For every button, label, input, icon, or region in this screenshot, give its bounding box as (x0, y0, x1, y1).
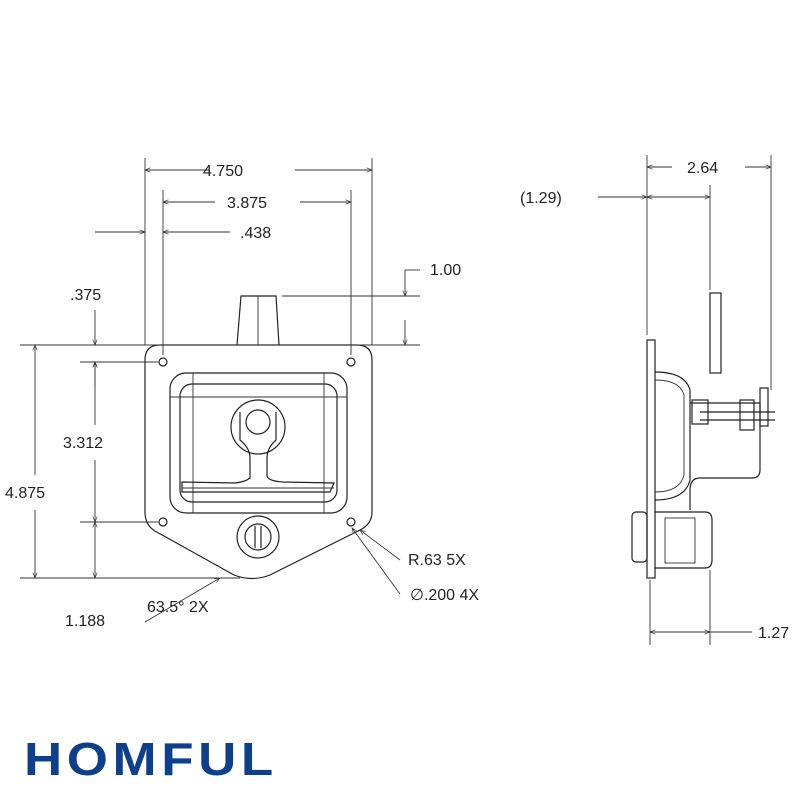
side-flange (646, 339, 656, 579)
brand-logo: HOMFUL (24, 733, 278, 785)
dim-hole-offset: .438 (240, 225, 271, 242)
dim-top-hole-offset: .375 (70, 287, 101, 304)
dim-hole-spacing-width: 3.875 (227, 195, 267, 212)
mount-hole (158, 357, 168, 367)
dim-overall-height: 4.875 (5, 485, 45, 502)
side-pan (654, 371, 691, 501)
dim-hole-diameter: ∅.200 4X (410, 587, 479, 604)
dim-hole-spacing-height: 3.312 (63, 435, 103, 452)
side-lock (631, 511, 648, 563)
side-view: 2.64 (1.29) 1.27 (520, 155, 789, 645)
dim-lock-depth: 1.27 (758, 625, 789, 642)
handle-recess-outer (169, 372, 348, 514)
side-handle (709, 292, 722, 374)
lock-cylinder (236, 515, 280, 559)
mount-hole (158, 517, 168, 527)
handle-pivot-ring (230, 399, 286, 455)
dim-radius: R.63 5X (408, 552, 466, 569)
dim-bottom-offset: 1.188 (65, 613, 105, 630)
mount-hole (346, 357, 356, 367)
handle-recess-inner (179, 383, 338, 503)
dim-angle: 63.5° 2X (147, 599, 209, 616)
latch-plate-outline (144, 344, 373, 580)
dim-flange-depth: (1.29) (520, 190, 562, 207)
mount-hole (346, 517, 356, 527)
dim-overall-depth: 2.64 (687, 160, 718, 177)
dim-handle-height: 1.00 (430, 262, 461, 279)
t-handle (181, 412, 335, 493)
front-view: 4.750 3.875 .438 1.00 .375 3.312 4.875 1… (5, 158, 479, 630)
dim-overall-width: 4.750 (203, 163, 243, 180)
handle-stub (236, 295, 280, 346)
